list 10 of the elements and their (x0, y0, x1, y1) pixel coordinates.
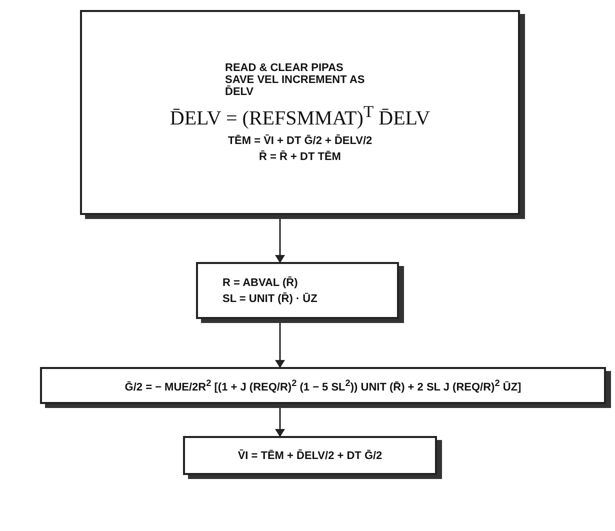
equation-text: V̄I = TĒM + D̄ELV/2 + DT Ḡ/2 (238, 450, 382, 462)
equation-text: Ḡ/2 = − MUE/2R$^{2}$ [(1 + J (REQ/R)$^{2}$ (1 − 5 SL$^{2}$)) UNIT (R̄) + 2 SL J (REQ/R)$^{2}$ ŪZ] (124, 378, 522, 394)
arrow (275, 323, 285, 368)
arrow (275, 408, 285, 437)
instruction-text: READ & CLEAR PIPAS SAVE VEL INCREMENT AS D̄ELV (225, 62, 366, 98)
equation-text: R̄ = R̄ + DT TĒM (259, 150, 341, 163)
equation-text: R = ABVAL (R̄) (222, 276, 299, 288)
equation-text: SL = UNIT (R̄) · ŪZ (222, 292, 318, 304)
equation-text: TĒM = V̄I + DT Ḡ/2 + D̄ELV/2 (228, 134, 372, 147)
equation-text: D̄ELV = (REFSMMAT)$^{T}$ D̄ELV (170, 102, 430, 131)
